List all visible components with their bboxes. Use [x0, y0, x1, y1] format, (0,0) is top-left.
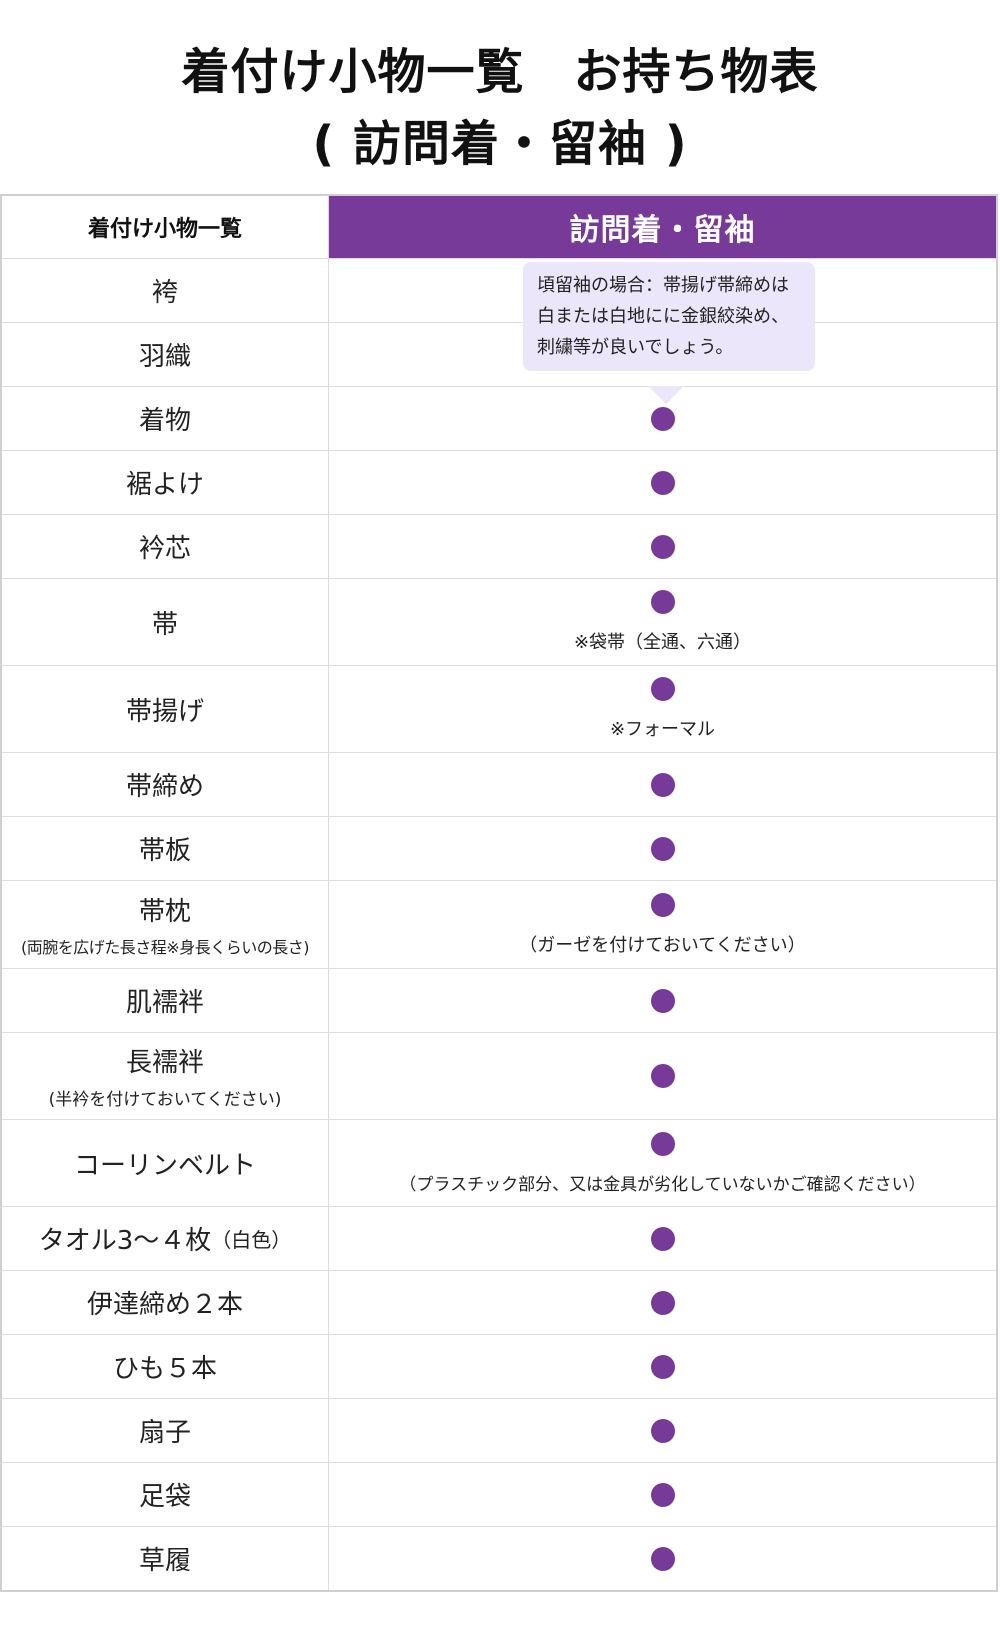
item-name: 足袋 [2, 1463, 329, 1526]
item-mark-cell: ※フォーマル [329, 666, 996, 752]
required-dot-icon [650, 836, 675, 861]
item-name: 帯枕 [138, 897, 191, 927]
items-table: 着付け小物一覧 訪問着・留袖 袴 羽織 着物 裾よけ 衿芯 [0, 194, 998, 1592]
required-dot-icon [650, 677, 675, 701]
item-mark-cell [329, 1335, 996, 1398]
item-sub-note: (両腕を広げた長さ程※身長くらいの長さ) [21, 938, 309, 957]
item-mark-cell [329, 753, 996, 816]
tomesode-tooltip: 頃留袖の場合：帯揚げ帯締めは白または白地にに金銀絞染め、刺繍等が良いでしょう。 [523, 262, 815, 371]
table-row: 帯締め [2, 752, 996, 816]
item-name: タオル3〜４枚 [38, 1226, 212, 1256]
table-row: 裾よけ [2, 450, 996, 514]
table-row: 草履 [2, 1526, 996, 1590]
table-row: 伊達締め２本 [2, 1270, 996, 1334]
page-title-line-1: 着付け小物一覧 お持ち物表 [181, 44, 819, 100]
item-name-suffix: （白色） [211, 1228, 292, 1252]
item-name: 肌襦袢 [2, 969, 329, 1032]
item-name-cell: タオル3〜４枚 （白色） [2, 1207, 329, 1270]
table-row: 帯枕 (両腕を広げた長さ程※身長くらいの長さ) （ガーゼを付けておいてください） [2, 880, 996, 968]
table-row: コーリンベルト （プラスチック部分、又は金具が劣化していないかご確認ください） [2, 1119, 996, 1206]
table-header-row: 着付け小物一覧 訪問着・留袖 [2, 196, 996, 258]
item-name: 草履 [2, 1527, 329, 1590]
item-name: 伊達締め２本 [2, 1271, 329, 1334]
table-row: 肌襦袢 [2, 968, 996, 1032]
table-row: 衿芯 [2, 514, 996, 578]
item-name: コーリンベルト [2, 1120, 329, 1206]
table-row: タオル3〜４枚 （白色） [2, 1206, 996, 1270]
item-name: 着物 [2, 387, 329, 450]
item-mark-cell [329, 1527, 996, 1590]
item-name: 裾よけ [2, 451, 329, 514]
item-mark-cell [329, 387, 996, 450]
table-row: 扇子 [2, 1398, 996, 1462]
item-note: （プラスチック部分、又は金具が劣化していないかご確認ください） [399, 1174, 926, 1195]
item-mark-cell [329, 1271, 996, 1334]
item-name: 扇子 [2, 1399, 329, 1462]
table-row: 着物 [2, 386, 996, 450]
table-row: 帯 ※袋帯（全通、六通） [2, 578, 996, 665]
required-dot-icon [650, 1418, 675, 1443]
required-dot-icon [650, 1131, 675, 1156]
required-dot-icon [650, 590, 675, 614]
table-row: 袴 [2, 258, 996, 322]
required-dot-icon [650, 772, 675, 797]
item-name: 衿芯 [2, 515, 329, 578]
header-left-cell: 着付け小物一覧 [2, 196, 329, 258]
table-row: 足袋 [2, 1462, 996, 1526]
page-title-line-2: ( 訪問着・留袖 ) [312, 116, 688, 172]
item-name: 帯板 [2, 817, 329, 880]
required-dot-icon [650, 1226, 675, 1251]
item-name: 袴 [2, 259, 329, 322]
item-mark-cell [329, 515, 996, 578]
item-note: ※フォーマル [609, 719, 716, 740]
required-dot-icon [650, 988, 675, 1013]
table-row: 帯板 [2, 816, 996, 880]
table-row: 羽織 [2, 322, 996, 386]
item-mark-cell: （プラスチック部分、又は金具が劣化していないかご確認ください） [329, 1120, 996, 1206]
required-dot-icon [650, 892, 675, 917]
item-mark-cell [329, 1207, 996, 1270]
item-name: 羽織 [2, 323, 329, 386]
item-name: 帯揚げ [2, 666, 329, 752]
required-dot-icon [650, 1482, 675, 1507]
required-dot-icon [650, 1290, 675, 1315]
item-mark-cell [329, 817, 996, 880]
item-name: 帯締め [2, 753, 329, 816]
table-row: 長襦袢 (半衿を付けておいてください) [2, 1032, 996, 1119]
item-mark-cell: ※袋帯（全通、六通） [329, 579, 996, 665]
required-dot-icon [650, 406, 675, 431]
item-name-cell: 長襦袢 (半衿を付けておいてください) [2, 1033, 329, 1119]
item-name: 長襦袢 [125, 1048, 204, 1078]
item-name: 帯 [2, 579, 329, 665]
required-dot-icon [650, 1354, 675, 1379]
required-dot-icon [650, 1064, 675, 1088]
item-mark-cell [329, 1399, 996, 1462]
item-mark-cell [329, 1033, 996, 1119]
required-dot-icon [650, 534, 675, 559]
item-sub-note: (半衿を付けておいてください) [48, 1090, 282, 1110]
required-dot-icon [650, 1546, 675, 1571]
item-name-cell: 帯枕 (両腕を広げた長さ程※身長くらいの長さ) [2, 881, 329, 968]
tooltip-arrow [648, 386, 684, 404]
header-right-cell: 訪問着・留袖 [329, 196, 996, 258]
item-mark-cell [329, 969, 996, 1032]
item-mark-cell: （ガーゼを付けておいてください） [329, 881, 996, 968]
item-note: ※袋帯（全通、六通） [573, 632, 752, 653]
page-title: 着付け小物一覧 お持ち物表 ( 訪問着・留袖 ) [0, 36, 1000, 180]
required-dot-icon [650, 470, 675, 495]
item-name: ひも５本 [2, 1335, 329, 1398]
item-mark-cell [329, 1463, 996, 1526]
item-mark-cell [329, 451, 996, 514]
table-row: ひも５本 [2, 1334, 996, 1398]
table-row: 帯揚げ ※フォーマル [2, 665, 996, 752]
item-note: （ガーゼを付けておいてください） [519, 934, 806, 956]
